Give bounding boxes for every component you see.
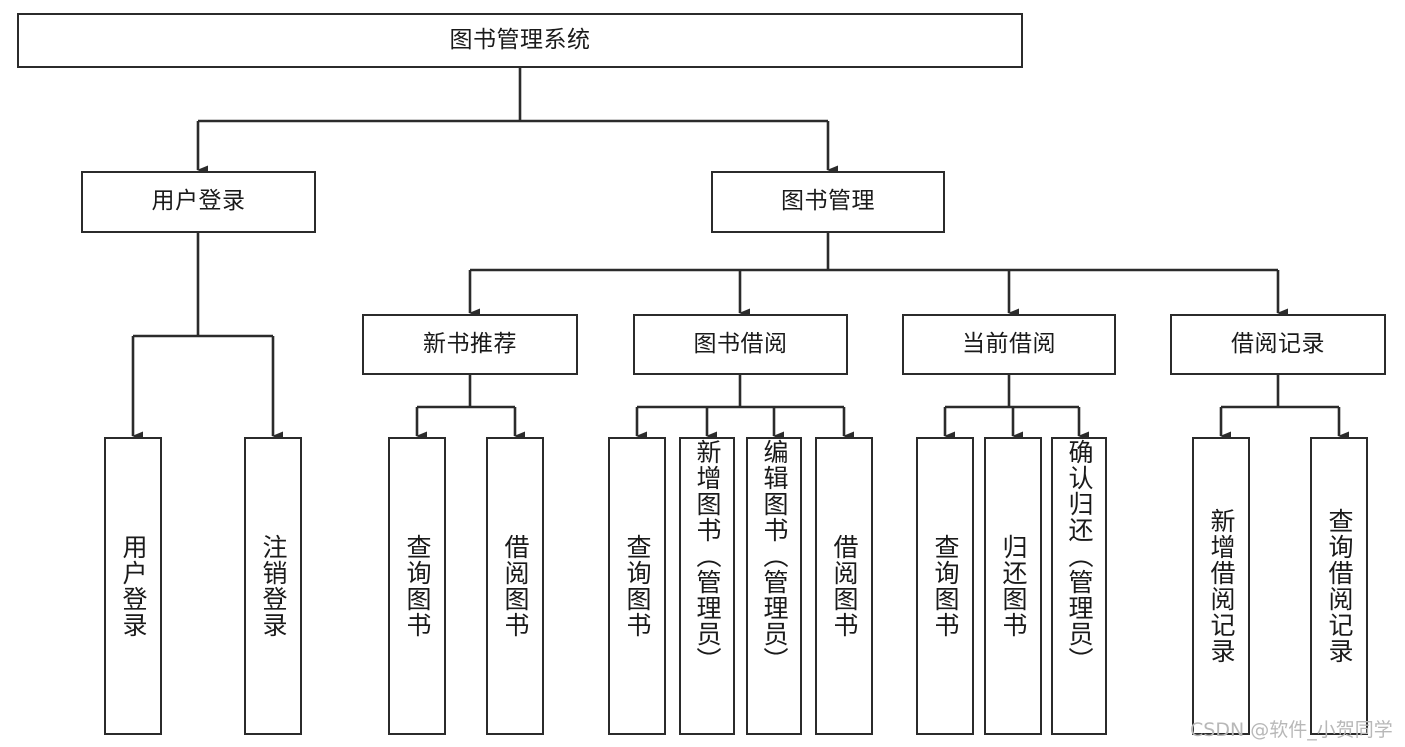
node-leaf-edit-book[interactable]: 编辑图书（管理员） [746,437,802,735]
node-label-leaf-query-book-recommend: 查询图书 [403,534,432,638]
node-leaf-query-book-borrow[interactable]: 查询图书 [608,437,666,735]
node-borrow-record[interactable]: 借阅记录 [1170,314,1386,375]
node-label-user-login: 用户登录 [151,188,246,215]
node-label-leaf-borrow-book: 借阅图书 [830,534,859,638]
node-book-management[interactable]: 图书管理 [711,171,945,233]
node-leaf-query-record[interactable]: 查询借阅记录 [1310,437,1368,735]
node-new-book-recommend[interactable]: 新书推荐 [362,314,578,375]
node-leaf-borrow-book[interactable]: 借阅图书 [815,437,873,735]
node-label-leaf-logout: 注销登录 [259,534,288,638]
node-root[interactable]: 图书管理系统 [17,13,1023,68]
node-label-borrow-record: 借阅记录 [1231,330,1325,357]
node-user-login[interactable]: 用户登录 [81,171,316,233]
node-label-current-borrow: 当前借阅 [962,330,1056,357]
node-current-borrow[interactable]: 当前借阅 [902,314,1116,375]
node-leaf-query-book-current[interactable]: 查询图书 [916,437,974,735]
node-label-leaf-borrow-book-recommend: 借阅图书 [501,534,530,638]
node-label-leaf-add-record: 新增借阅记录 [1207,508,1236,664]
node-label-leaf-query-book-current: 查询图书 [931,534,960,638]
csdn-watermark: CSDN @软件_小贺同学 [1190,719,1393,741]
node-book-borrow[interactable]: 图书借阅 [633,314,848,375]
node-leaf-query-book-recommend[interactable]: 查询图书 [388,437,446,735]
node-label-leaf-edit-book: 编辑图书（管理员） [760,439,789,673]
node-label-leaf-user-login: 用户登录 [119,534,148,638]
node-leaf-logout[interactable]: 注销登录 [244,437,302,735]
node-leaf-confirm-return[interactable]: 确认归还（管理员） [1051,437,1107,735]
node-leaf-add-record[interactable]: 新增借阅记录 [1192,437,1250,735]
node-leaf-user-login[interactable]: 用户登录 [104,437,162,735]
node-leaf-add-book[interactable]: 新增图书（管理员） [679,437,735,735]
node-leaf-borrow-book-recommend[interactable]: 借阅图书 [486,437,544,735]
edge-paths [131,68,1349,441]
node-label-leaf-confirm-return: 确认归还（管理员） [1065,439,1094,673]
node-label-book-borrow: 图书借阅 [693,330,788,357]
node-label-leaf-return-book: 归还图书 [999,534,1028,638]
node-label-new-book-recommend: 新书推荐 [423,330,517,357]
node-label-leaf-query-record: 查询借阅记录 [1325,508,1354,664]
node-label-book-management: 图书管理 [781,188,875,215]
node-label-root: 图书管理系统 [449,26,591,53]
node-label-leaf-query-book-borrow: 查询图书 [623,534,652,638]
node-label-leaf-add-book: 新增图书（管理员） [693,439,722,673]
node-leaf-return-book[interactable]: 归还图书 [984,437,1042,735]
